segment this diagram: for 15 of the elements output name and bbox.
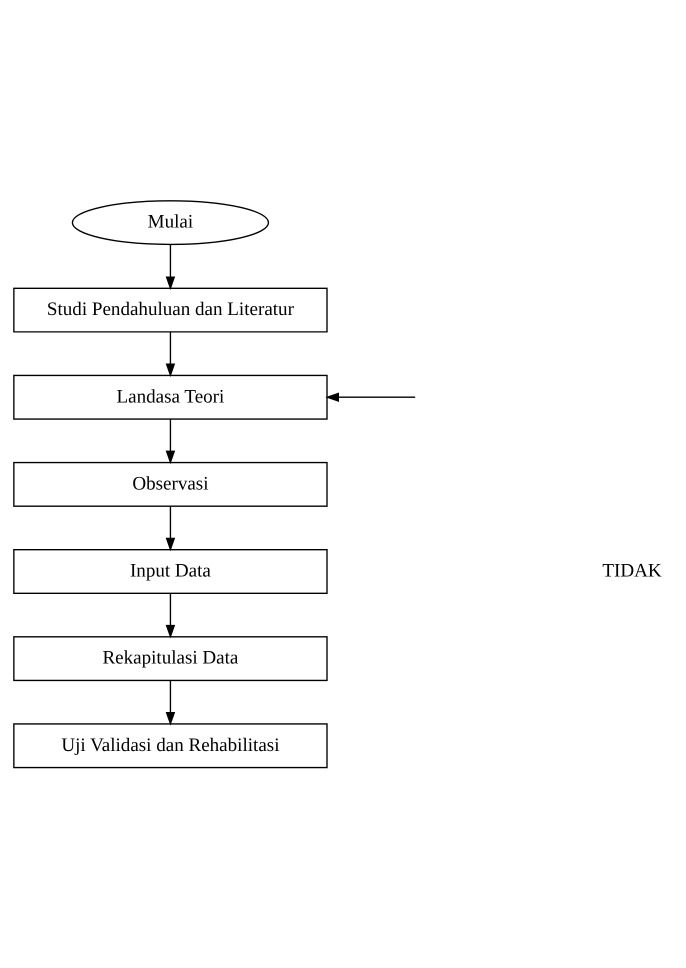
node-box: Input Data bbox=[13, 549, 328, 594]
node-ellipse: Mulai bbox=[72, 200, 270, 246]
arrow bbox=[325, 392, 416, 402]
arrow bbox=[166, 419, 176, 464]
arrow bbox=[166, 506, 176, 552]
node-box: Observasi bbox=[13, 462, 328, 507]
arrow bbox=[166, 680, 176, 726]
arrow bbox=[166, 593, 176, 638]
arrow bbox=[166, 244, 176, 290]
node-box: Rekapitulasi Data bbox=[13, 636, 328, 682]
node-box: Landasa Teori bbox=[13, 374, 328, 420]
label: TIDAK bbox=[602, 560, 662, 582]
node-box: Studi Pendahuluan dan Literatur bbox=[13, 288, 328, 333]
arrow bbox=[166, 332, 176, 378]
node-box: Uji Validasi dan Rehabilitasi bbox=[13, 723, 328, 768]
